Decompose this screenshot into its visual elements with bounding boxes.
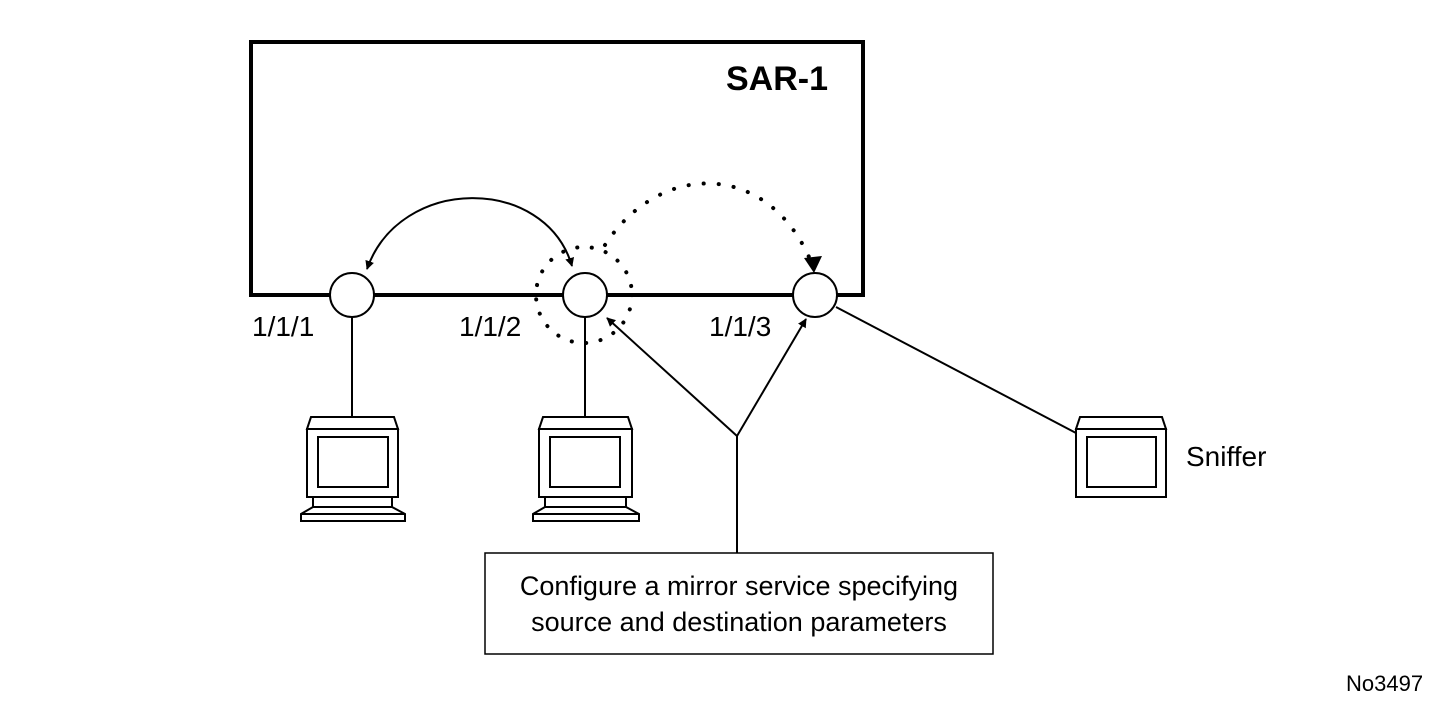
sniffer-icon: [1074, 416, 1168, 498]
port-label-1-1-3: 1/1/3: [709, 311, 772, 342]
callout-pointer-port3: [736, 318, 807, 437]
router-title: SAR-1: [726, 60, 829, 98]
computer-icon: [532, 416, 640, 522]
port-1-1-1: [329, 272, 375, 318]
link-port3-sniffer: [835, 306, 1077, 434]
callout-pointer-port2: [606, 317, 738, 437]
port-label-1-1-1: 1/1/1: [252, 311, 315, 342]
callout-line-2: source and destination parameters: [531, 606, 947, 637]
computer-icon: [300, 416, 406, 522]
router-box: [249, 40, 865, 297]
mirror-arc-dotted: [603, 181, 814, 266]
callout-line-1: Configure a mirror service specifying: [519, 570, 959, 601]
port-label-1-1-2: 1/1/2: [459, 311, 522, 342]
sniffer-label: Sniffer: [1186, 441, 1267, 472]
port-1-1-2: [562, 272, 608, 318]
traffic-arc-solid: [365, 197, 574, 270]
mirror-arc-arrowhead: [804, 256, 822, 273]
port-1-1-3: [792, 272, 838, 318]
callout-box: [484, 552, 994, 655]
figure-id: No3497: [1346, 671, 1424, 696]
callout-text: Configure a mirror service specifying so…: [485, 553, 993, 654]
mirror-source-ring: [534, 245, 634, 345]
